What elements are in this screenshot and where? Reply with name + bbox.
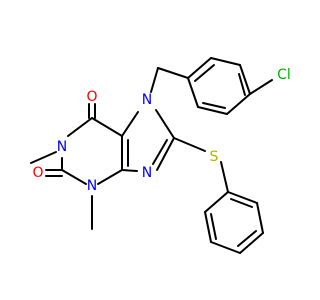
nitrogen-label-n7: N [142,92,152,108]
bond-n7-ch2 [150,67,159,93]
bond-ring1-d [226,93,251,115]
bond-ch2-ring [157,67,189,79]
bond-ring1-a [187,57,212,79]
bond-n9-c4 [121,169,138,172]
bond-ring1-c-inner [238,73,246,96]
bond-c8-n9-double [152,139,168,165]
bond-n1-methyl [30,151,57,164]
bond-ring1-f [187,77,199,108]
chlorine-label: Cl [277,67,291,83]
nitrogen-label-n9: N [142,165,152,181]
bond-ring2-d [210,241,241,254]
bond-s-phenyl [220,161,229,193]
bond-n3-c2 [61,169,87,185]
bond-n1-c6 [67,117,93,137]
bond-c8-n9 [156,137,175,171]
bond-lines [30,57,273,254]
bond-c-cl [249,79,273,95]
oxygen-label-left: O [32,165,43,181]
bond-c8-s [173,137,206,152]
bond-c6-c5 [91,117,123,137]
bond-ring2-a [227,191,258,204]
bond-ring1-b [210,57,241,66]
bond-ring2-e-inner [210,213,217,240]
bond-ring2-c-inner [237,230,257,247]
bond-ring2-c [239,232,264,254]
bond-ring2-a-inner [230,198,253,208]
bond-ring1-e [197,106,228,115]
oxygen-label-top: O [86,89,97,105]
bond-ring2-e [204,211,212,243]
atom-labels: O O N N N N S Cl [32,67,290,194]
nitrogen-label-n1: N [57,139,67,155]
bond-ring1-a-inner [194,64,215,82]
bond-ring1-c [239,64,251,95]
sulfur-label: S [210,149,219,165]
bond-c5-n7 [121,111,139,137]
bond-c4-n3 [97,169,123,185]
bond-ring2-f [204,191,229,213]
bond-n7-c8 [155,109,175,139]
bond-ring1-e-inner [202,102,226,109]
molecule-structure-diagram: O O N N N N S Cl [30,57,291,254]
nitrogen-label-n3: N [87,178,97,194]
bond-ring2-b [256,202,264,234]
